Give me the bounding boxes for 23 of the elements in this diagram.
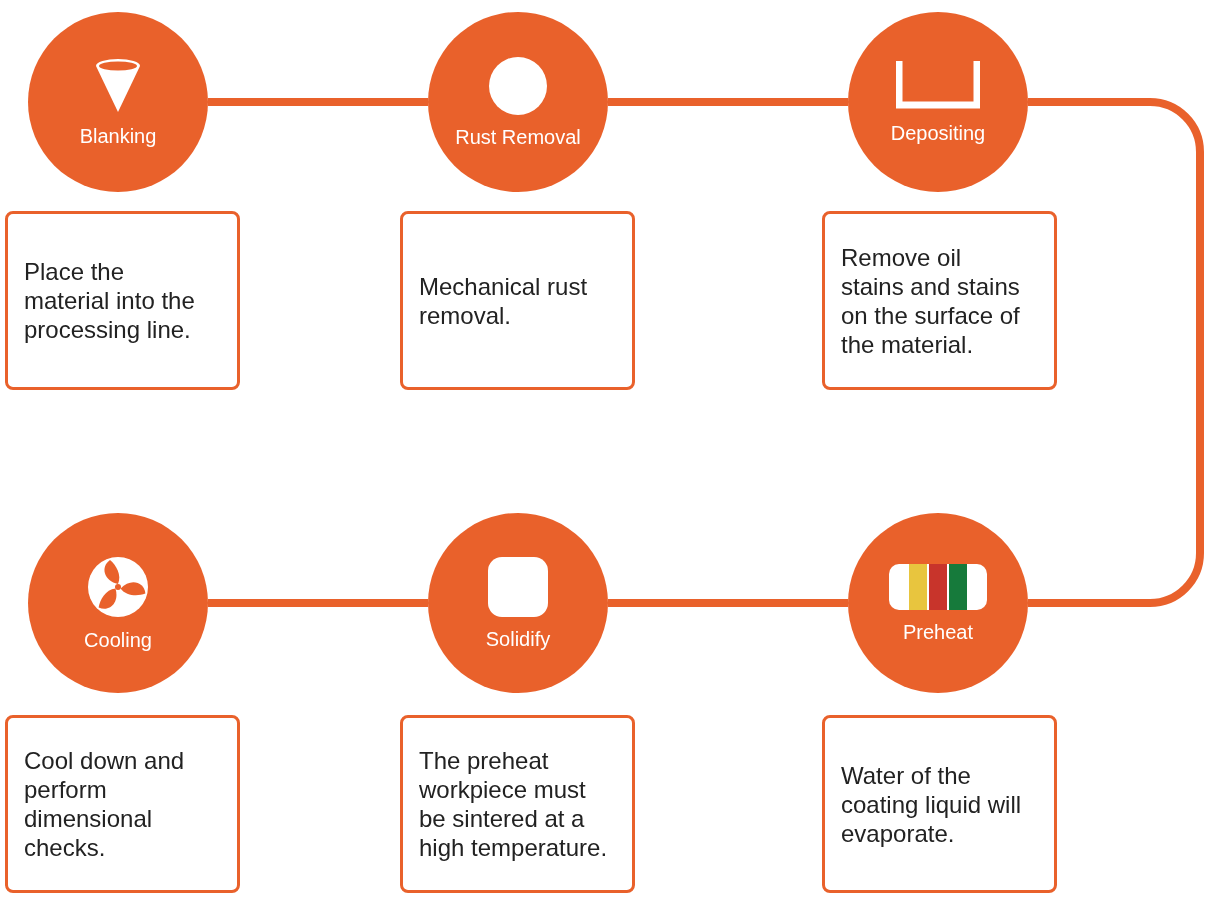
description-box bbox=[400, 211, 635, 390]
step-description: Mechanical rust removal. bbox=[419, 271, 589, 330]
step-title: Depositing bbox=[890, 123, 986, 143]
connector-line bbox=[608, 599, 848, 607]
step-title: Blanking bbox=[79, 126, 157, 146]
description-box bbox=[5, 211, 240, 390]
step-description: Place the material into the processing line. bbox=[24, 257, 196, 344]
step-title: Rust Removal bbox=[455, 127, 581, 147]
description-box bbox=[822, 715, 1057, 893]
description-box bbox=[5, 715, 240, 893]
step-description: The preheat workpiece must be sintered at a high temperature. bbox=[419, 746, 608, 862]
step-description: Water of the coating liquid will evaporate. bbox=[841, 760, 1023, 848]
description-box bbox=[400, 715, 635, 893]
connector-line bbox=[608, 98, 848, 106]
connector-line bbox=[208, 599, 428, 607]
connector-line bbox=[208, 98, 428, 106]
step-title: Solidify bbox=[485, 629, 551, 649]
connector-line bbox=[1028, 98, 1204, 607]
step-description: Remove oil stains and stains on the surface of the material. bbox=[841, 242, 1021, 359]
step-description: Cool down and perform dimensional checks. bbox=[24, 746, 186, 862]
step-title: Preheat bbox=[902, 622, 974, 642]
step-title: Cooling bbox=[84, 630, 152, 650]
description-box bbox=[822, 211, 1057, 390]
